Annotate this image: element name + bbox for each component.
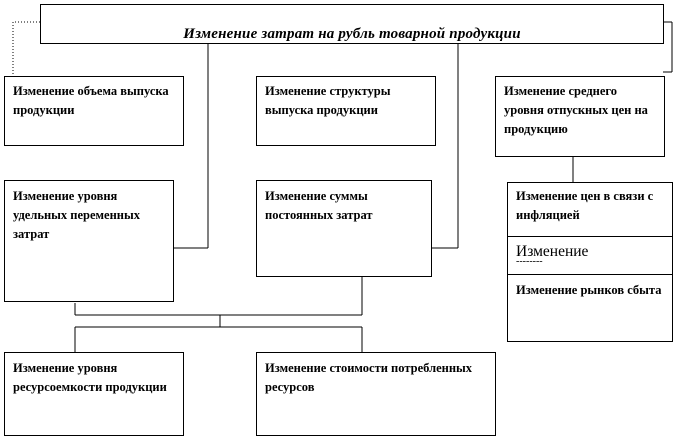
box-resource-cost-label: Изменение стоимости потребленных ресурсо… (265, 361, 473, 394)
box-inflation-label: Изменение цен в связи с инфляцией (516, 189, 654, 222)
divider-1 (508, 236, 672, 237)
box-markets-label: Изменение рынков сбыта (516, 283, 662, 297)
box-volume-label: Изменение объема выпуска продукции (13, 84, 169, 117)
box-avg-price-label: Изменение среднего уровня отпускных цен … (504, 84, 648, 136)
box-resource-intensity: Изменение уровня ресурсоемкости продукци… (4, 352, 184, 436)
box-variable-costs: Изменение уровня удельных переменных зат… (4, 180, 174, 302)
box-fixed-costs-label: Изменение суммы постоянных затрат (265, 189, 373, 222)
box-inflation-group: Изменение цен в связи с инфляцией Измене… (507, 182, 673, 342)
box-structure: Изменение структуры выпуска продукции (256, 76, 436, 146)
diagram-title: Изменение затрат на рубль товарной проду… (183, 26, 521, 42)
title-box: Изменение затрат на рубль товарной проду… (40, 4, 664, 44)
box-resource-cost: Изменение стоимости потребленных ресурсо… (256, 352, 496, 436)
box-change-generic-label: Изменение (516, 243, 589, 260)
box-fixed-costs: Изменение суммы постоянных затрат (256, 180, 432, 277)
box-volume: Изменение объема выпуска продукции (4, 76, 184, 146)
divider-2 (508, 274, 672, 275)
box-structure-label: Изменение структуры выпуска продукции (265, 84, 391, 117)
box-variable-costs-label: Изменение уровня удельных переменных зат… (13, 189, 141, 241)
box-avg-price: Изменение среднего уровня отпускных цен … (495, 76, 665, 157)
box-resource-intensity-label: Изменение уровня ресурсоемкости продукци… (13, 361, 167, 394)
box-change-generic-dashes: -------- (516, 256, 543, 267)
